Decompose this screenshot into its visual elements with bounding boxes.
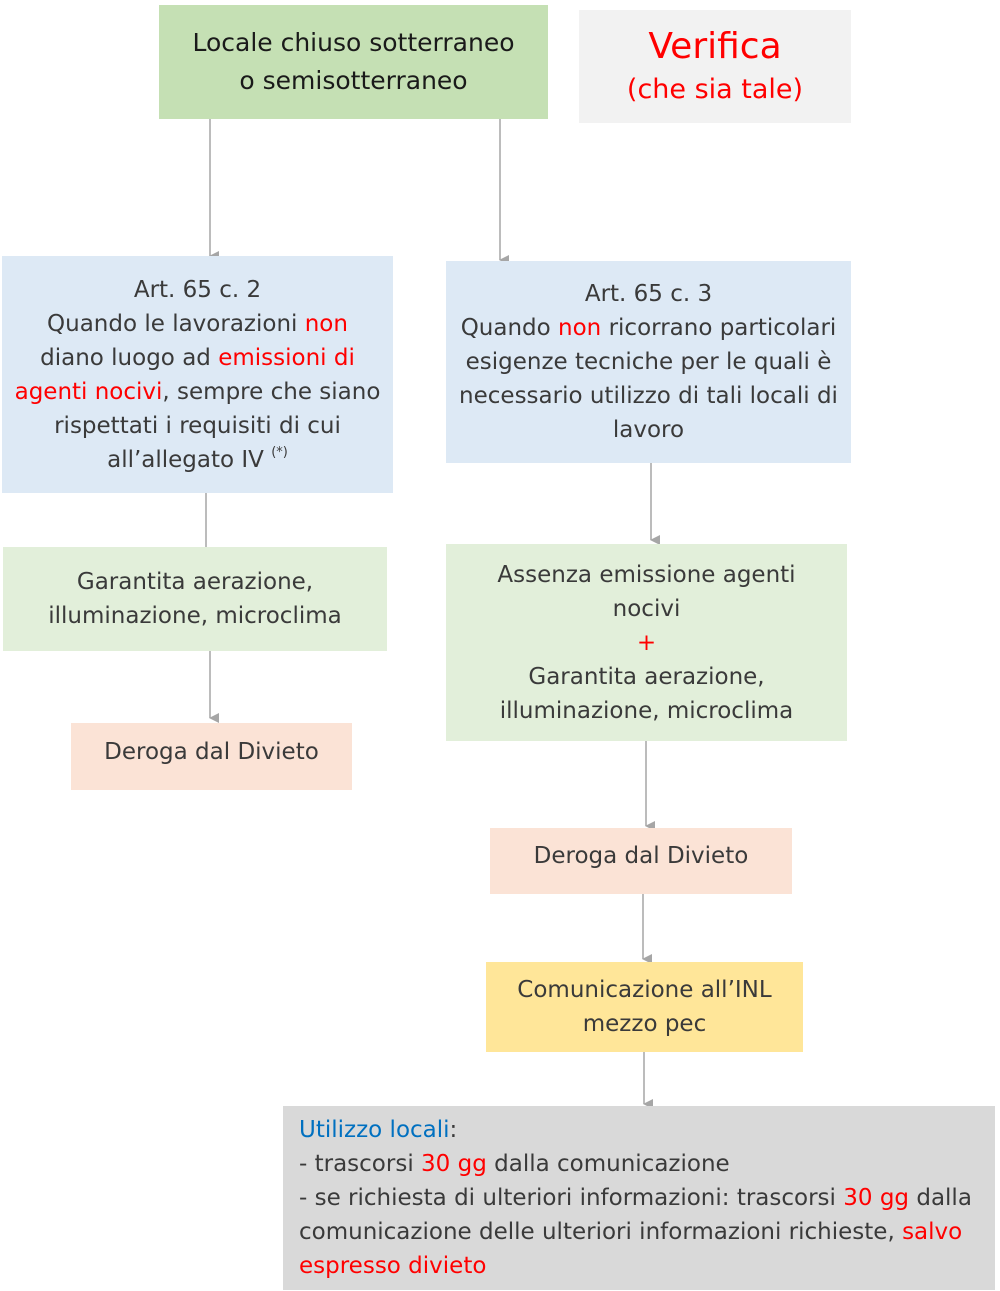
right-deroga-box: Deroga dal Divieto xyxy=(490,828,792,894)
start-line1: Locale chiuso sotterraneo xyxy=(192,28,515,57)
right-condition-line4: illuminazione, microclima xyxy=(499,697,794,724)
right-article-box: Art. 65 c. 3 Quando non ricorrano partic… xyxy=(446,261,851,463)
utilizzo-colon: : xyxy=(449,1117,458,1143)
left-deroga-box: Deroga dal Divieto xyxy=(71,723,352,790)
left-condition-line2: illuminazione, microclima xyxy=(48,603,342,629)
left-deroga-label: Deroga dal Divieto xyxy=(104,738,319,765)
right-condition-plus: + xyxy=(636,629,657,656)
left-condition-box: Garantita aerazione, illuminazione, micr… xyxy=(3,547,387,651)
utilizzo-item2-days: 30 gg xyxy=(843,1185,910,1211)
comunicazione-box: Comunicazione all’INL mezzo pec xyxy=(486,962,803,1052)
left-condition-line1: Garantita aerazione, xyxy=(76,569,314,595)
left-article-part2: diano luogo ad xyxy=(40,344,219,371)
left-article-title: Art. 65 c. 2 xyxy=(133,276,262,303)
right-deroga-label: Deroga dal Divieto xyxy=(533,843,749,869)
left-article-emissioni: emissioni di agenti nocivi xyxy=(14,344,355,405)
comunicazione-line1: Comunicazione all’INL xyxy=(517,977,772,1003)
verifica-box: Verifica (che sia tale) xyxy=(579,10,851,123)
utilizzo-box: Utilizzo locali: - trascorsi 30 gg dalla… xyxy=(283,1106,995,1290)
verifica-title: Verifica xyxy=(648,25,782,67)
right-condition-line3: Garantita aerazione, xyxy=(528,663,765,690)
utilizzo-heading: Utilizzo locali xyxy=(299,1117,450,1143)
left-article-footnote-mark: (*) xyxy=(271,444,288,460)
left-article-part1: Quando le lavorazioni xyxy=(47,310,305,337)
utilizzo-item2-part1: - se richiesta di ulteriori informazioni… xyxy=(299,1185,844,1211)
right-condition-box: Assenza emissione agenti nocivi + Garant… xyxy=(446,544,847,741)
utilizzo-item-1: - trascorsi 30 gg dalla comunicazione xyxy=(299,1147,985,1181)
start-box: Locale chiuso sotterraneo o semisotterra… xyxy=(159,5,548,119)
right-condition-line1: Assenza emissione agenti xyxy=(497,561,796,588)
right-article-part2: ricorrano particolari esigenze tecniche … xyxy=(459,315,838,443)
right-article-text: Art. 65 c. 3 Quando non ricorrano partic… xyxy=(458,277,839,447)
start-line2: o semisotterraneo xyxy=(239,66,468,95)
left-article-part3: , sempre che siano rispettati i requisit… xyxy=(54,378,381,473)
utilizzo-item1-part1: - trascorsi xyxy=(299,1151,422,1177)
utilizzo-item2-salvo: salvo espresso divieto xyxy=(299,1219,963,1279)
utilizzo-item1-days: 30 gg xyxy=(421,1151,487,1177)
verifica-subtitle: (che sia tale) xyxy=(626,73,804,105)
utilizzo-item2-part2: dalla comunicazione delle ulteriori info… xyxy=(299,1185,972,1245)
right-article-non: non xyxy=(558,315,602,341)
utilizzo-heading-line: Utilizzo locali: xyxy=(299,1113,985,1147)
left-article-box: Art. 65 c. 2 Quando le lavorazioni non d… xyxy=(2,256,393,493)
left-article-text: Art. 65 c. 2 Quando le lavorazioni non d… xyxy=(14,273,381,477)
utilizzo-item-2: - se richiesta di ulteriori informazioni… xyxy=(299,1181,985,1283)
right-condition-line2: nocivi xyxy=(612,595,681,622)
right-article-part1: Quando xyxy=(460,315,559,341)
comunicazione-line2: mezzo pec xyxy=(582,1011,707,1037)
left-article-non: non xyxy=(304,310,348,337)
right-article-title: Art. 65 c. 3 xyxy=(584,281,713,307)
utilizzo-item1-part2: dalla comunicazione xyxy=(486,1151,730,1177)
